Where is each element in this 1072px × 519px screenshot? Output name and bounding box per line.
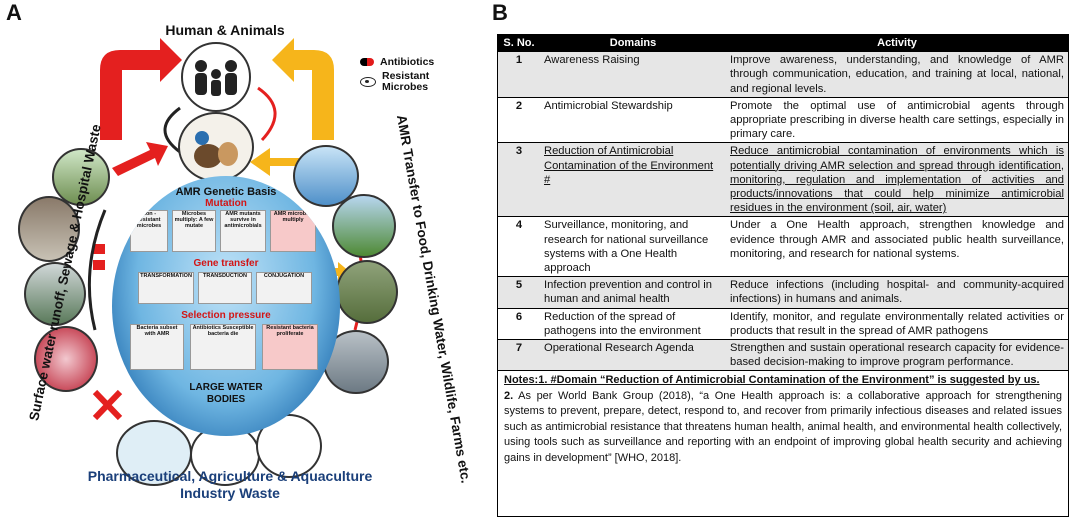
flow-arrows [87,38,364,421]
amr-genetic-basis-diagram: AMR Genetic Basis Mutation Non - resista… [112,176,340,436]
figure-panel-a: A Human & Animals Antibiotics Resistant … [0,0,480,519]
box-amr-multiply: AMR microbes multiply [270,210,316,252]
yellow-arrow-small [250,148,300,176]
figure-panel-b-table: S. No. Domains Activity 1 Awareness Rais… [497,34,1069,517]
row-activity: Strengthen and sustain operational resea… [726,339,1068,371]
legend: Antibiotics Resistant Microbes [360,52,452,93]
table-notes: Notes:1. #Domain “Reduction of Antimicro… [498,370,1068,468]
box-conjugation: CONJUGATION [256,272,312,304]
red-block-1 [93,244,105,254]
row-sno: 5 [498,276,540,309]
box-transformation: TRANSFORMATION [138,272,194,304]
row-sno: 7 [498,339,540,371]
row-domain: Surveillance, monitoring, and research f… [540,216,726,277]
water-bottles-photo-circle [293,145,359,207]
box-resistant-proliferate: Resistant bacteria proliferate [262,324,318,370]
box-non-resistant: Non - resistant microbes [130,210,168,252]
table-row: 7 Operational Research Agenda Strengthen… [498,339,1068,371]
row-activity: Reduce infections (including hospital- a… [726,276,1068,309]
row-sno: 3 [498,142,540,217]
row-domain: Reduction of Antimicrobial Contamination… [540,142,726,217]
table-row: 2 Antimicrobial Stewardship Promote the … [498,96,1068,143]
row-sno: 6 [498,307,540,340]
red-block-2 [93,260,105,270]
box-transduction: TRANSDUCTION [198,272,252,304]
row-activity: Improve awareness, understanding, and kn… [726,51,1068,98]
runoff-photo-circle [52,148,110,206]
box-multiply: Microbes multiply: A few mutate [172,210,216,252]
red-arrow-small [112,142,168,176]
genetic-basis-title: AMR Genetic Basis [175,186,277,198]
table-row: 3 Reduction of Antimicrobial Contaminati… [498,142,1068,217]
table-row: 6 Reduction of the spread of pathogens i… [498,307,1068,340]
selection-pressure-label: Selection pressure [181,310,271,321]
bottom-label: Pharmaceutical, Agriculture & Aquacultur… [87,468,373,501]
panel-b-letter: B [492,0,508,25]
row-domain: Operational Research Agenda [540,339,726,371]
human-family-circle [181,42,251,112]
note-2-text: As per World Bank Group (2018), “a One H… [504,389,1062,464]
header-domains: Domains [540,35,726,52]
farm-irrigation-photo-circle [332,194,396,258]
table-row: 4 Surveillance, monitoring, and research… [498,216,1068,277]
antibiotic-pill-icon [360,58,374,66]
human-animals-title: Human & Animals [165,22,285,38]
wildlife-photo-circle [336,260,398,324]
row-activity: Identify, monitor, and regulate environm… [726,307,1068,340]
row-sno: 1 [498,51,540,98]
note-1: Notes:1. #Domain “Reduction of Antimicro… [504,374,1040,387]
row-activity: Promote the optimal use of antimicrobial… [726,96,1068,143]
note-2: 2. As per World Bank Group (2018), “a On… [504,389,1062,467]
curved-arrow-red [257,86,277,142]
row-domain: Infection prevention and control in huma… [540,276,726,309]
box-susceptible-die: Antibiotics Susceptible bacteria die [190,324,256,370]
legend-microbes: Resistant Microbes [360,71,452,93]
gene-transfer-label: Gene transfer [193,258,259,269]
header-activity: Activity [726,35,1068,52]
mutation-label: Mutation [205,198,247,209]
row-domain: Awareness Raising [540,51,726,98]
large-water-bodies-label: LARGE WATER BODIES [189,382,263,405]
header-sno: S. No. [498,35,540,52]
microbe-icon [360,77,376,87]
row-activity: Under a One Health approach, strengthen … [726,216,1068,277]
table-row: 5 Infection prevention and control in hu… [498,276,1068,309]
table-header-row: S. No. Domains Activity [498,35,1068,52]
flood-photo-circle [24,262,86,326]
note-2-number: 2. [504,389,514,402]
legend-antibiotics: Antibiotics [360,52,452,72]
red-arrow-left [100,38,182,140]
row-activity: Reduce antimicrobial contamination of en… [726,142,1068,217]
row-domain: Reduction of the spread of pathogens int… [540,307,726,340]
arc-left [87,209,107,331]
row-sno: 4 [498,216,540,277]
box-bacteria-subset: Bacteria subset with AMR [130,324,184,370]
row-sno: 2 [498,96,540,143]
curved-arrow-black [163,106,181,154]
family-icon [195,60,237,96]
row-domain: Antimicrobial Stewardship [540,96,726,143]
yellow-arrow-right [272,38,334,140]
panel-a-letter: A [6,0,22,25]
animals-circle [178,112,254,182]
sewage-photo-circle [18,196,80,262]
hospital-waste-photo-circle [34,326,98,392]
amr-domains-table: S. No. Domains Activity 1 Awareness Rais… [498,35,1068,371]
red-cross-arrow [92,389,123,421]
box-mutants-survive: AMR mutants survive in antimicrobials [220,210,266,252]
pharmaceutical-circle [116,420,192,486]
animals-icon [194,131,238,168]
table-row: 1 Awareness Raising Improve awareness, u… [498,51,1068,98]
